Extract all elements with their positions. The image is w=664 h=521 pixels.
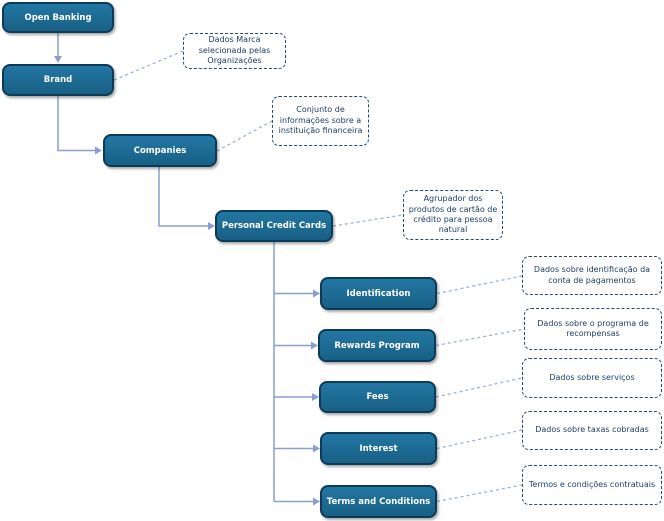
annotation-brand: Dados Marca selecionada pelas Organizaçõ… [183, 33, 286, 69]
connector-branch-interest [274, 444, 320, 453]
arrow-right-icon [208, 222, 215, 230]
arrow-down-icon [54, 56, 62, 63]
arrow-right-icon [95, 146, 102, 155]
arrow-right-icon [313, 289, 320, 298]
node-brand: Brand [2, 64, 114, 96]
connector-branch-identification [274, 289, 320, 298]
annotation-interest: Dados sobre taxas cobradas [522, 411, 662, 450]
annotation-terms-and-conditions: Termos e condições contratuais [522, 465, 662, 505]
connector-brand-to-companies [57, 96, 102, 155]
connector-open-banking-to-brand [54, 33, 62, 63]
dashed-connector-companies-note [216, 120, 273, 152]
arrow-right-icon [313, 444, 320, 453]
annotation-fees: Dados sobre serviços [522, 358, 662, 398]
connector-branch-terms-and-conditions [274, 497, 320, 506]
dashed-connector-identification-note [436, 275, 523, 295]
dashed-connector-personal-credit-cards-note [332, 214, 404, 227]
dashed-connector-fees-note [435, 377, 523, 398]
arrow-right-icon [312, 393, 319, 401]
connector-branch-fees [274, 393, 319, 401]
node-interest: Interest [320, 432, 437, 465]
dashed-connector-brand-note [113, 50, 184, 81]
node-identification: Identification [320, 277, 437, 310]
connector-companies-to-personal-credit-cards [158, 167, 215, 230]
connector-branch-rewards-program [274, 341, 318, 350]
arrow-right-icon [313, 497, 320, 506]
annotation-personal-credit-cards: Agrupador dos produtos de cartão de créd… [403, 190, 503, 240]
arrow-right-icon [311, 341, 318, 350]
dashed-connector-interest-note [436, 429, 523, 450]
node-terms-and-conditions: Terms and Conditions [320, 485, 437, 518]
annotation-rewards-program: Dados sobre o programa de recompensas [524, 308, 662, 350]
node-fees: Fees [319, 381, 436, 413]
node-open-banking: Open Banking [2, 2, 114, 33]
annotation-identification: Dados sobre identificação da conta de pa… [522, 256, 662, 295]
node-companies: Companies [103, 134, 217, 167]
dashed-connector-rewards-program-note [435, 328, 525, 347]
node-personal-credit-cards: Personal Credit Cards [215, 210, 333, 242]
annotation-companies: Conjunto de informações sobre a institui… [272, 96, 369, 146]
node-rewards-program: Rewards Program [318, 329, 436, 362]
dashed-connector-terms-and-conditions-note [436, 484, 523, 503]
